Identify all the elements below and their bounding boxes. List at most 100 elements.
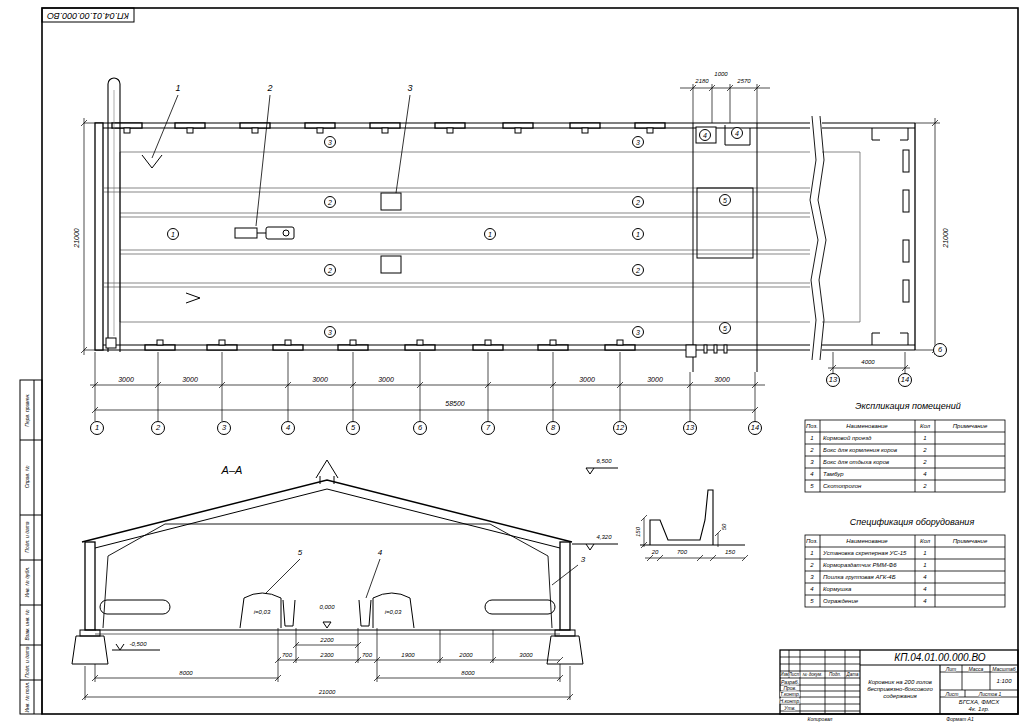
dimension: 2570 bbox=[737, 78, 750, 84]
section-a-a-part bbox=[95, 634, 560, 635]
axis-bubble: 2 bbox=[151, 421, 165, 435]
dimension: 3000 bbox=[519, 652, 532, 658]
bubble-text: 1 bbox=[488, 231, 492, 238]
floor-plan-part-part bbox=[103, 250, 810, 287]
table-cell: 4 bbox=[923, 598, 926, 604]
plan-dimensions-part bbox=[92, 407, 758, 413]
bubble-text: 2 bbox=[156, 424, 160, 432]
floor-plan-part bbox=[103, 152, 860, 322]
floor-plan-part bbox=[605, 340, 635, 350]
drawing-code: КП.04.01.00.000.ВО bbox=[47, 11, 129, 20]
floor-plan-part bbox=[696, 127, 716, 143]
title-block-text: Лит bbox=[946, 666, 956, 671]
tables-part bbox=[805, 420, 1005, 492]
floor-plan-part bbox=[370, 123, 400, 133]
bubble-text: 3 bbox=[328, 139, 332, 146]
table-cell: Ограждение bbox=[823, 598, 858, 604]
floor-plan-part bbox=[305, 123, 335, 133]
title-block-text: Утв. bbox=[784, 705, 795, 710]
floor-plan-part bbox=[186, 293, 200, 303]
section-a-a-part bbox=[80, 630, 100, 636]
dimension: 2300 bbox=[320, 652, 333, 658]
bubble-text: 2 bbox=[636, 199, 640, 206]
table-cell: Примечание bbox=[953, 538, 988, 544]
title-block-text: № докум. bbox=[803, 672, 823, 677]
floor-plan-part bbox=[273, 340, 303, 350]
section-a-a-part bbox=[373, 593, 414, 628]
level-mark: 0,000 bbox=[319, 604, 334, 610]
floor-plan-part bbox=[381, 256, 401, 273]
section-a-a-part bbox=[103, 524, 552, 628]
bubble-text: 8 bbox=[551, 424, 555, 432]
table-cell: Установка скреперная УС-15 bbox=[823, 550, 906, 556]
dimension: 21000 bbox=[73, 228, 80, 247]
axis-bubble: 1 bbox=[90, 421, 104, 435]
room-number: 2 bbox=[632, 196, 644, 208]
bubble-text: 3 bbox=[636, 139, 640, 146]
bubble-text: 13 bbox=[686, 424, 694, 432]
plan-dimensions-part bbox=[95, 352, 755, 421]
table-cell: 4 bbox=[923, 471, 926, 477]
floor-plan-part bbox=[240, 123, 270, 133]
dimension: 2180 bbox=[695, 78, 708, 84]
section-a-a-part bbox=[316, 460, 338, 484]
axis-bubble: 5 bbox=[346, 421, 360, 435]
axis-bubble: 8 bbox=[546, 421, 560, 435]
title-block-text: Подп. bbox=[829, 672, 841, 677]
title-block-part bbox=[940, 665, 1018, 697]
floor-plan-part bbox=[704, 345, 707, 353]
margin-stamp-text: Перв. примен. bbox=[25, 393, 30, 426]
bubble-text: 5 bbox=[723, 325, 727, 332]
floor-plan-part-part bbox=[120, 152, 860, 322]
callout-number: 1 bbox=[175, 84, 180, 93]
floor-plan-part bbox=[114, 90, 115, 336]
floor-plan-part bbox=[686, 345, 696, 357]
bubble-text: 14 bbox=[901, 376, 909, 384]
tables-part bbox=[805, 420, 1005, 492]
table-cell: Тамбур bbox=[823, 471, 844, 477]
dimension: 1000 bbox=[714, 71, 727, 77]
dimension: 3000 bbox=[714, 376, 730, 383]
axis-bubble: 12 bbox=[613, 421, 627, 435]
section-dimensions-part bbox=[85, 628, 570, 700]
margin-stamp-text: Инв. № дубл. bbox=[25, 567, 30, 598]
title-block-text: 4к. 1гр. bbox=[969, 706, 990, 712]
table-cell: 4 bbox=[923, 574, 926, 580]
table-cell: Поилка групповая АГК-4Б bbox=[823, 574, 896, 580]
margin-stamp-text: Инв. № подл. bbox=[25, 681, 30, 712]
section-a-a-part bbox=[85, 542, 95, 630]
table-title: Экспликация помещений bbox=[855, 402, 960, 411]
table-cell: 1 bbox=[810, 550, 813, 556]
level-mark: -0,500 bbox=[129, 641, 146, 647]
room-number: 1 bbox=[167, 228, 179, 240]
margin-stamp-text: Взам. инв. № bbox=[25, 610, 30, 641]
room-number: 3 bbox=[324, 326, 336, 338]
tables-part bbox=[805, 535, 1005, 607]
title-block-text: Формат А1 bbox=[946, 717, 973, 722]
axis-bubble: 7 bbox=[481, 421, 495, 435]
section-a-a-part bbox=[560, 542, 570, 630]
floor-plan-part bbox=[257, 233, 266, 234]
room-number: 3 bbox=[632, 326, 644, 338]
section-a-a-part bbox=[485, 600, 555, 614]
dimension: 3000 bbox=[182, 376, 198, 383]
plan-dimensions-part bbox=[81, 118, 95, 355]
title-block-part bbox=[780, 657, 860, 711]
table-cell: Наименование bbox=[846, 538, 887, 544]
table-cell: Поз. bbox=[806, 538, 818, 544]
dimension: 150 bbox=[635, 527, 641, 537]
floor-plan-part bbox=[714, 345, 717, 353]
floor-plan-part bbox=[405, 340, 435, 350]
title-block-text: Пров. bbox=[783, 686, 796, 691]
dimension: 1900 bbox=[401, 652, 414, 658]
axis-bubble: 13 bbox=[826, 373, 840, 387]
table-cell: 1 bbox=[923, 562, 926, 568]
bubble-text: 4 bbox=[735, 130, 739, 137]
bubble-text: 2 bbox=[328, 199, 332, 206]
margin-stamp-text: Справ. № bbox=[25, 466, 30, 489]
floor-plan bbox=[95, 78, 915, 372]
plan-dimensions-part bbox=[690, 85, 760, 91]
title-block-part bbox=[780, 650, 1018, 714]
dimension: 3000 bbox=[378, 376, 394, 383]
sheet-frame-part bbox=[34, 380, 35, 714]
